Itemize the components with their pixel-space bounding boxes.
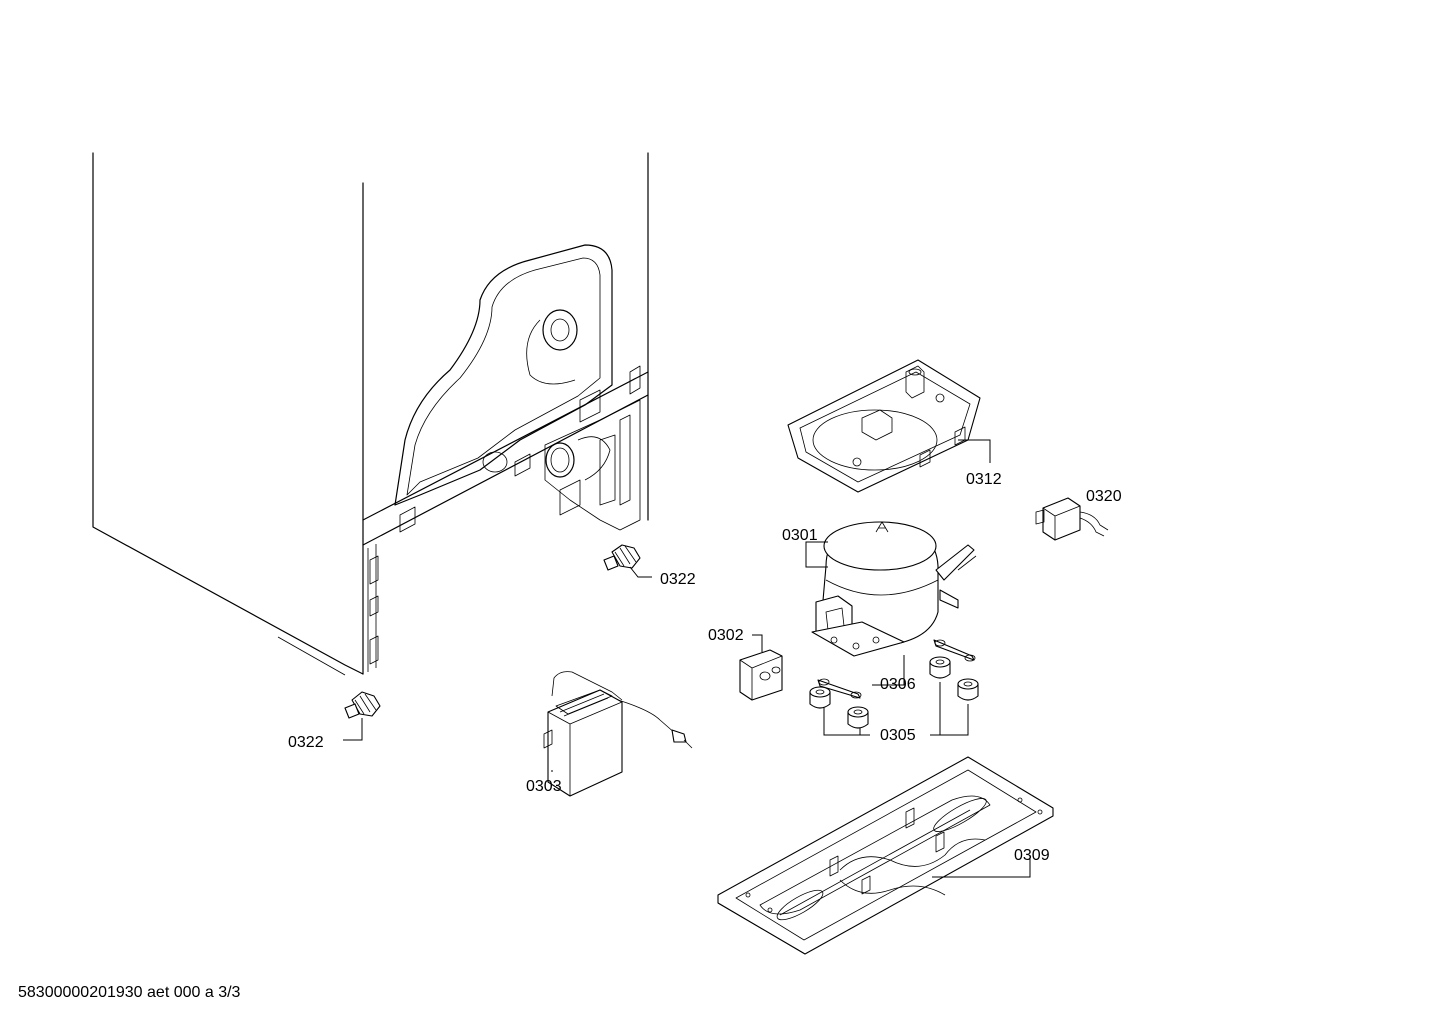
drip-tray [787,359,981,493]
label-0322-left: 0322 [288,734,324,751]
compressor [811,521,977,657]
label-0301: 0301 [782,527,818,544]
relay-cover [739,649,783,701]
adjustable-foot-right [603,544,641,571]
leader-lines [343,439,1031,878]
label-0302: 0302 [708,627,744,644]
label-0306: 0306 [880,676,916,693]
grommet-2 [847,706,869,729]
label-0322-right: 0322 [660,571,696,588]
label-0305: 0305 [880,727,916,744]
grommet-4 [957,678,979,701]
label-0320: 0320 [1086,488,1122,505]
label-0309: 0309 [1014,847,1050,864]
base-plate [717,756,1054,955]
adjustable-foot-left [344,691,381,719]
label-0312: 0312 [966,471,1002,488]
clips [817,639,976,699]
relay-part [1035,497,1109,541]
grommet-1 [809,686,831,709]
grommet-3 [929,656,951,679]
control-module [543,671,693,797]
grommets [809,656,979,729]
label-0303: 0303 [526,778,562,795]
document-footer: 58300000201930 aet 000 a 3/3 [18,984,241,1001]
refrigerator-cabinet [92,152,649,676]
